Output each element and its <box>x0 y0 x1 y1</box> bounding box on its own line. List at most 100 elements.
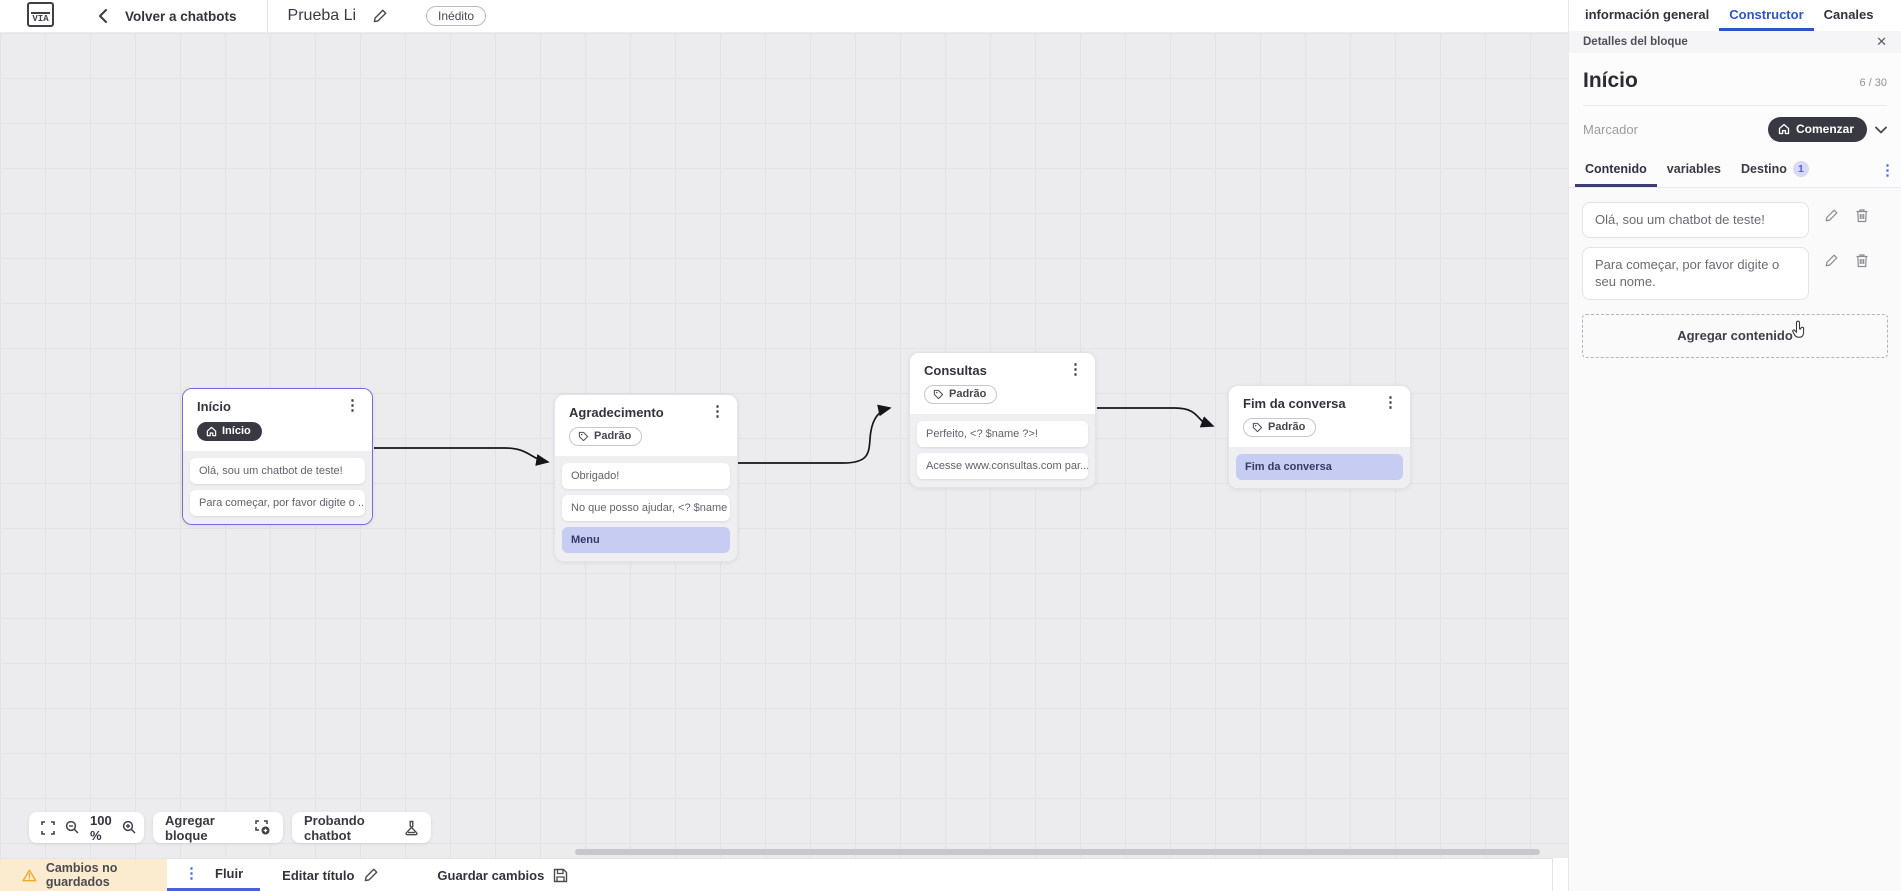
message-row[interactable]: Obrigado! <box>562 462 730 489</box>
chatbot-title[interactable]: Prueba Li <box>287 7 357 24</box>
mouse-cursor-icon <box>1791 319 1811 343</box>
save-icon <box>554 868 568 882</box>
message-row[interactable]: No que posso ajudar, <? $name ... <box>562 494 730 521</box>
edit-title-pencil-icon[interactable] <box>372 8 388 24</box>
block-body: Perfeito, <? $name ?>! Acesse www.consul… <box>910 413 1095 487</box>
edit-title-button[interactable]: Editar título <box>282 859 379 891</box>
chevron-down-icon[interactable] <box>1875 126 1887 134</box>
block-title: Agradecimento <box>569 405 664 420</box>
unsaved-changes-warning: Cambios no guardados <box>0 859 167 891</box>
panel-menu-icon[interactable]: ⋮ <box>1880 162 1895 179</box>
test-chatbot-button[interactable]: Probando chatbot <box>292 812 431 843</box>
block-title: Início <box>197 399 231 414</box>
home-icon <box>1778 123 1790 135</box>
home-icon <box>206 426 217 436</box>
zoom-in-icon[interactable] <box>122 820 137 835</box>
tab-informacion-general[interactable]: información general <box>1585 6 1710 22</box>
block-menu-icon[interactable]: ⋮ <box>1068 361 1083 378</box>
block-name-row: Início 6 / 30 <box>1569 53 1901 105</box>
app-logo-text: VIA <box>31 11 50 24</box>
close-icon[interactable]: ✕ <box>1876 34 1887 49</box>
block-header: Início ⋮ Início <box>183 389 372 451</box>
zoom-toolbar: 100 % <box>29 812 144 843</box>
back-to-chatbots-link[interactable]: Volver a chatbots <box>125 8 237 24</box>
marker-start-button[interactable]: Comenzar <box>1767 117 1867 142</box>
flow-block-fim[interactable]: Fim da conversa ⋮ Padrão Fim da conversa <box>1228 385 1411 489</box>
add-content-button[interactable]: Agregar contenido <box>1582 313 1888 358</box>
message-content-input[interactable]: Olá, sou um chatbot de teste! <box>1582 202 1809 238</box>
warning-icon <box>22 869 37 881</box>
panel-header: Detalles del bloque ✕ <box>1569 31 1901 53</box>
block-header: Agradecimento ⋮ Padrão <box>555 395 737 456</box>
tab-fluir[interactable]: ⋮ Fluir <box>167 859 261 891</box>
add-block-icon <box>254 819 271 836</box>
destino-count-badge: 1 <box>1792 161 1809 177</box>
block-details-panel: información general Constructor Canales … <box>1568 0 1901 891</box>
tab-destino[interactable]: Destino 1 <box>1731 154 1819 187</box>
divider <box>1583 105 1887 106</box>
top-header: VIA Volver a chatbots Prueba Li Inédito <box>0 0 1568 33</box>
bottom-statusbar: Cambios no guardados ⋮ Fluir Editar títu… <box>0 858 1553 891</box>
test-chatbot-label: Probando chatbot <box>304 812 365 843</box>
default-badge: Padrão <box>1243 418 1317 437</box>
char-counter: 6 / 30 <box>1859 77 1887 89</box>
back-chevron-icon[interactable] <box>98 9 107 23</box>
fullscreen-icon[interactable] <box>41 820 55 835</box>
content-row: Para começar, por favor digite o seu nom… <box>1582 246 1888 300</box>
tag-icon <box>1252 422 1263 432</box>
end-action-row[interactable]: Fim da conversa <box>1236 453 1403 480</box>
block-title: Consultas <box>924 363 987 378</box>
add-block-label: Agregar bloque <box>165 812 215 843</box>
marker-label: Marcador <box>1583 122 1638 137</box>
block-menu-icon[interactable]: ⋮ <box>1383 394 1398 411</box>
tab-constructor[interactable]: Constructor <box>1719 0 1814 31</box>
tag-icon <box>578 431 589 441</box>
delete-trash-icon[interactable] <box>1855 208 1869 223</box>
flow-block-agradecimento[interactable]: Agradecimento ⋮ Padrão Obrigado! No que … <box>554 394 738 562</box>
add-block-button[interactable]: Agregar bloque <box>153 812 283 843</box>
header-divider <box>266 0 268 33</box>
tag-icon <box>933 389 944 399</box>
message-row[interactable]: Para começar, por favor digite o ... <box>190 489 365 516</box>
flow-block-inicio[interactable]: Início ⋮ Início Olá, sou um chatbot de t… <box>182 388 373 525</box>
panel-content: Olá, sou um chatbot de teste! Para começ… <box>1569 187 1901 891</box>
delete-trash-icon[interactable] <box>1855 253 1869 268</box>
panel-tabs: Contenido variables Destino 1 ⋮ <box>1569 154 1901 187</box>
block-header: Consultas ⋮ Padrão <box>910 353 1095 414</box>
unpublished-status-badge: Inédito <box>426 6 487 26</box>
horizontal-scrollbar[interactable] <box>575 849 1540 855</box>
block-body: Obrigado! No que posso ajudar, <? $name … <box>555 455 737 561</box>
default-badge: Padrão <box>569 427 643 446</box>
builder-nav-tabs: información general Constructor Canales <box>1569 0 1901 31</box>
tab-canales[interactable]: Canales <box>1823 6 1874 22</box>
content-row: Olá, sou um chatbot de teste! <box>1582 202 1888 238</box>
message-row[interactable]: Acesse www.consultas.com par... <box>917 452 1088 479</box>
tab-variables[interactable]: variables <box>1666 162 1722 176</box>
block-title: Fim da conversa <box>1243 396 1346 411</box>
save-changes-button[interactable]: Guardar cambios <box>437 859 568 891</box>
panel-title: Detalles del bloque <box>1583 36 1688 48</box>
message-row[interactable]: Perfeito, <? $name ?>! <box>917 420 1088 447</box>
message-row[interactable]: Olá, sou um chatbot de teste! <box>190 457 365 484</box>
pencil-icon <box>365 868 378 882</box>
message-content-input[interactable]: Para começar, por favor digite o seu nom… <box>1582 246 1809 300</box>
default-badge: Padrão <box>924 385 998 404</box>
menu-action-row[interactable]: Menu <box>562 526 730 553</box>
flow-canvas[interactable]: Início ⋮ Início Olá, sou um chatbot de t… <box>0 33 1568 858</box>
start-badge: Início <box>197 422 262 441</box>
flow-block-consultas[interactable]: Consultas ⋮ Padrão Perfeito, <? $name ?>… <box>909 352 1096 488</box>
flow-menu-icon[interactable]: ⋮ <box>184 865 199 882</box>
app-logo[interactable]: VIA <box>27 1 54 27</box>
edit-pencil-icon[interactable] <box>1824 253 1839 268</box>
block-name-input[interactable]: Início <box>1583 69 1638 92</box>
edit-pencil-icon[interactable] <box>1824 208 1839 223</box>
tab-contenido[interactable]: Contenido <box>1575 154 1657 187</box>
block-menu-icon[interactable]: ⋮ <box>345 397 360 414</box>
flask-icon <box>404 820 419 836</box>
marker-row: Marcador Comenzar <box>1569 106 1901 154</box>
block-menu-icon[interactable]: ⋮ <box>710 403 725 420</box>
zoom-out-icon[interactable] <box>65 820 80 835</box>
block-body: Olá, sou um chatbot de teste! Para começ… <box>183 450 372 524</box>
zoom-level: 100 % <box>90 812 112 843</box>
